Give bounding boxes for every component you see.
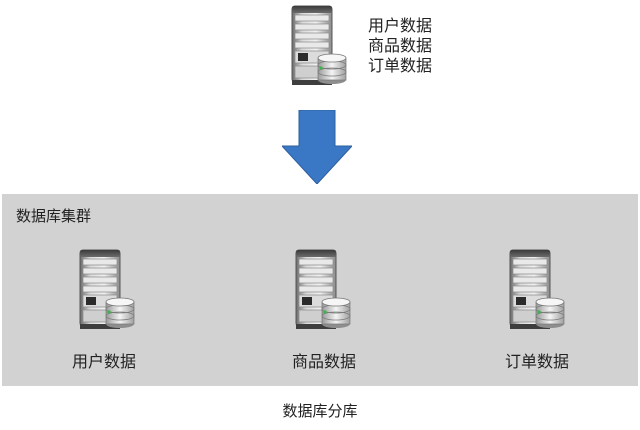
- node-label-product: 商品数据: [291, 352, 356, 371]
- source-item-product: 商品数据: [368, 36, 433, 55]
- cluster-title: 数据库集群: [16, 207, 92, 225]
- database-server-icon: [74, 246, 140, 332]
- diagram-caption: 数据库分库: [282, 402, 358, 420]
- source-item-user: 用户数据: [368, 16, 433, 35]
- source-item-order: 订单数据: [368, 56, 433, 75]
- arrow-down-icon: [282, 110, 352, 184]
- node-label-order: 订单数据: [504, 352, 569, 371]
- source-data-list: 用户数据 商品数据 订单数据: [368, 16, 432, 76]
- database-server-icon: [290, 246, 356, 332]
- database-server-icon: [504, 246, 570, 332]
- database-server-icon: [286, 2, 352, 88]
- node-label-user: 用户数据: [71, 352, 136, 371]
